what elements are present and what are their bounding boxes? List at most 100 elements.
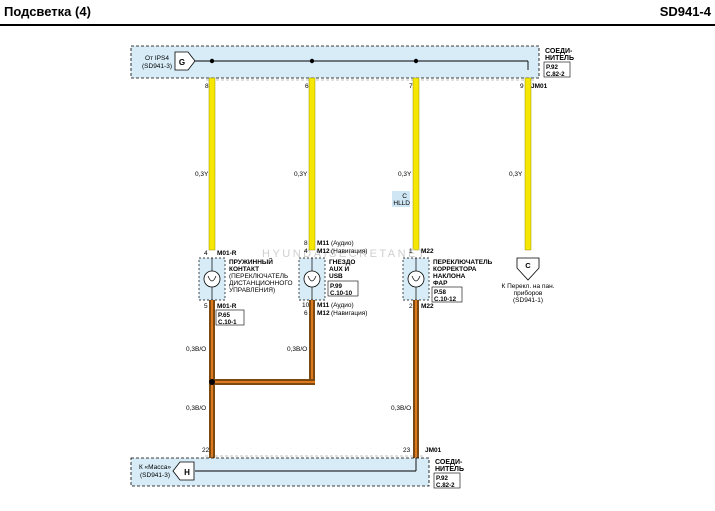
lamp-icon xyxy=(407,270,425,288)
diagram-code: SD941-4 xyxy=(659,4,711,19)
signal-g-letter: G xyxy=(179,58,185,67)
brown-wires: 0,3B/O 0,3B/O 0,3B/O 0,3B/O xyxy=(186,300,419,458)
top-pin-number: 9 xyxy=(520,83,524,90)
yellow-wire xyxy=(308,77,316,251)
panel-text: приборов xyxy=(514,289,543,297)
yellow-wire xyxy=(412,77,420,251)
pin-number: 10 xyxy=(302,302,310,309)
wire-size-label: 0,3B/O xyxy=(186,405,206,412)
connector-ref-box xyxy=(543,61,571,78)
ref-box xyxy=(327,280,359,297)
component-desc: ДИСТАНЦИОННОГО xyxy=(229,280,293,287)
connector-ref-2: C.82-2 xyxy=(546,71,565,78)
connector-ref-1: P.92 xyxy=(546,64,558,71)
lamp-icon xyxy=(303,270,321,288)
component-name: ПЕРЕКЛЮЧАТЕЛЬ xyxy=(433,259,493,266)
yellow-wires: 0,3Y 0,3Y 0,3Y 0,3Y xyxy=(195,77,532,251)
wire-tracer xyxy=(311,300,313,384)
connector-note: (Аудио) xyxy=(331,302,354,309)
pin-number: 2 xyxy=(409,303,413,310)
bottom-pin-number: 22 xyxy=(202,447,210,454)
junction-dot xyxy=(209,379,215,385)
wire-size-label: 0,3B/O xyxy=(186,346,206,353)
connector-id: M11 xyxy=(317,240,330,247)
component-name: AUX И xyxy=(329,266,350,273)
connector-note: (Навигация) xyxy=(331,310,367,317)
from-ips4-label: От IPS4 xyxy=(145,55,169,62)
pin-number: 4 xyxy=(204,250,208,257)
page-title: Подсветка (4) xyxy=(4,4,91,19)
yellow-wire xyxy=(208,77,216,251)
component-name: НАКЛОНА xyxy=(433,273,466,280)
junction-dot xyxy=(309,58,315,64)
pin-number: 1 xyxy=(409,248,413,255)
connector-title-1: СОЕДИ- xyxy=(545,48,573,55)
wire-size-label: 0,3Y xyxy=(294,171,308,178)
wire-size-label: 0,3B/O xyxy=(391,405,411,412)
wire-size-label: 0,3B/O xyxy=(287,346,307,353)
component-name: ГНЕЗДО xyxy=(329,259,355,266)
wire-size-label: 0,3Y xyxy=(509,171,523,178)
ref-text: C.10-12 xyxy=(434,296,457,303)
lamp-icon xyxy=(203,270,221,288)
panel-text: К Перекл. на пан. xyxy=(502,283,555,290)
panel-text: (SD941-1) xyxy=(513,297,543,304)
headlight-leveling-component: 1 M22 ПЕРЕКЛЮЧАТЕЛЬ КОРРЕКТОРА НАКЛОНА Ф… xyxy=(402,248,493,310)
page-header: Подсветка (4) SD941-4 xyxy=(0,0,715,26)
pin-number: 4 xyxy=(304,248,308,255)
component-name: ФАР xyxy=(433,280,448,287)
hlld-tag: C HLLD xyxy=(392,191,410,207)
connector-id: M22 xyxy=(421,303,434,310)
connector-ref-box xyxy=(433,472,461,489)
aux-usb-component: 8 M11 (Аудио) 4 M12 (Навигация) ГНЕЗДО A… xyxy=(298,240,367,317)
pin-number: 5 xyxy=(204,303,208,310)
component-name: КОНТАКТ xyxy=(229,266,259,273)
junction-dot xyxy=(413,58,419,64)
component-name: КОРРЕКТОРА xyxy=(433,266,477,273)
signal-g-flag xyxy=(174,51,196,71)
ref-text: C.10-10 xyxy=(330,290,353,297)
connector-title-2: НИТЕЛЬ xyxy=(545,55,574,62)
ref-text: P.65 xyxy=(218,312,230,319)
connector-id: M11 xyxy=(317,302,330,309)
lamp-filament-icon xyxy=(411,275,421,282)
hlld-line-2: HLLD xyxy=(393,200,410,207)
ref-text: C.10-1 xyxy=(218,319,237,326)
wire-tracer xyxy=(415,300,417,458)
junction-dot xyxy=(209,58,215,64)
top-pin-number: 6 xyxy=(305,83,309,90)
watermark: HYUNDAISECRETANET xyxy=(262,248,427,260)
lamp-filament-icon xyxy=(207,275,217,282)
component-name: ПРУЖИННЫЙ xyxy=(229,257,273,266)
bottom-pin-number: 23 xyxy=(403,447,411,454)
ref-box xyxy=(431,286,463,303)
component-desc: (ПЕРЕКЛЮЧАТЕЛЬ xyxy=(229,273,288,280)
connector-note: (Аудио) xyxy=(331,240,354,247)
connector-ref-2: C.82-2 xyxy=(436,482,455,489)
component-desc: УПРАВЛЕНИЯ) xyxy=(229,287,275,294)
to-ground-ref: (SD941-3) xyxy=(140,472,170,479)
component-name: USB xyxy=(329,273,343,280)
wire-size-label: 0,3Y xyxy=(195,171,209,178)
pin-number: 6 xyxy=(304,310,308,317)
from-ips4-ref: (SD941-3) xyxy=(142,63,172,70)
panel-switch-reference: C К Перекл. на пан. приборов (SD941-1) xyxy=(502,257,555,304)
top-connector: G От IPS4 (SD941-3) СОЕДИ- НИТЕЛЬ P.92 C… xyxy=(130,45,574,90)
pin-number: 8 xyxy=(304,240,308,247)
lamp-filament-icon xyxy=(307,275,317,282)
signal-h-flag xyxy=(172,461,195,481)
connector-note: (Навигация) xyxy=(331,248,367,255)
signal-c-flag xyxy=(516,257,540,281)
signal-h-letter: H xyxy=(184,468,190,477)
ref-box xyxy=(215,309,245,326)
hlld-box xyxy=(392,191,410,207)
bottom-connector: 22 23 JM01 H К «Масса» (SD941-3) СОЕДИ- … xyxy=(130,447,464,489)
connector-id: M01-R xyxy=(217,303,237,310)
connector-id: M01-R xyxy=(217,250,237,257)
connector-id: M12 xyxy=(317,310,330,317)
hlld-line-1: C xyxy=(402,193,407,200)
connector-title-2: НИТЕЛЬ xyxy=(435,466,464,473)
top-connector-box xyxy=(130,45,540,79)
wire-tracer xyxy=(209,381,315,383)
